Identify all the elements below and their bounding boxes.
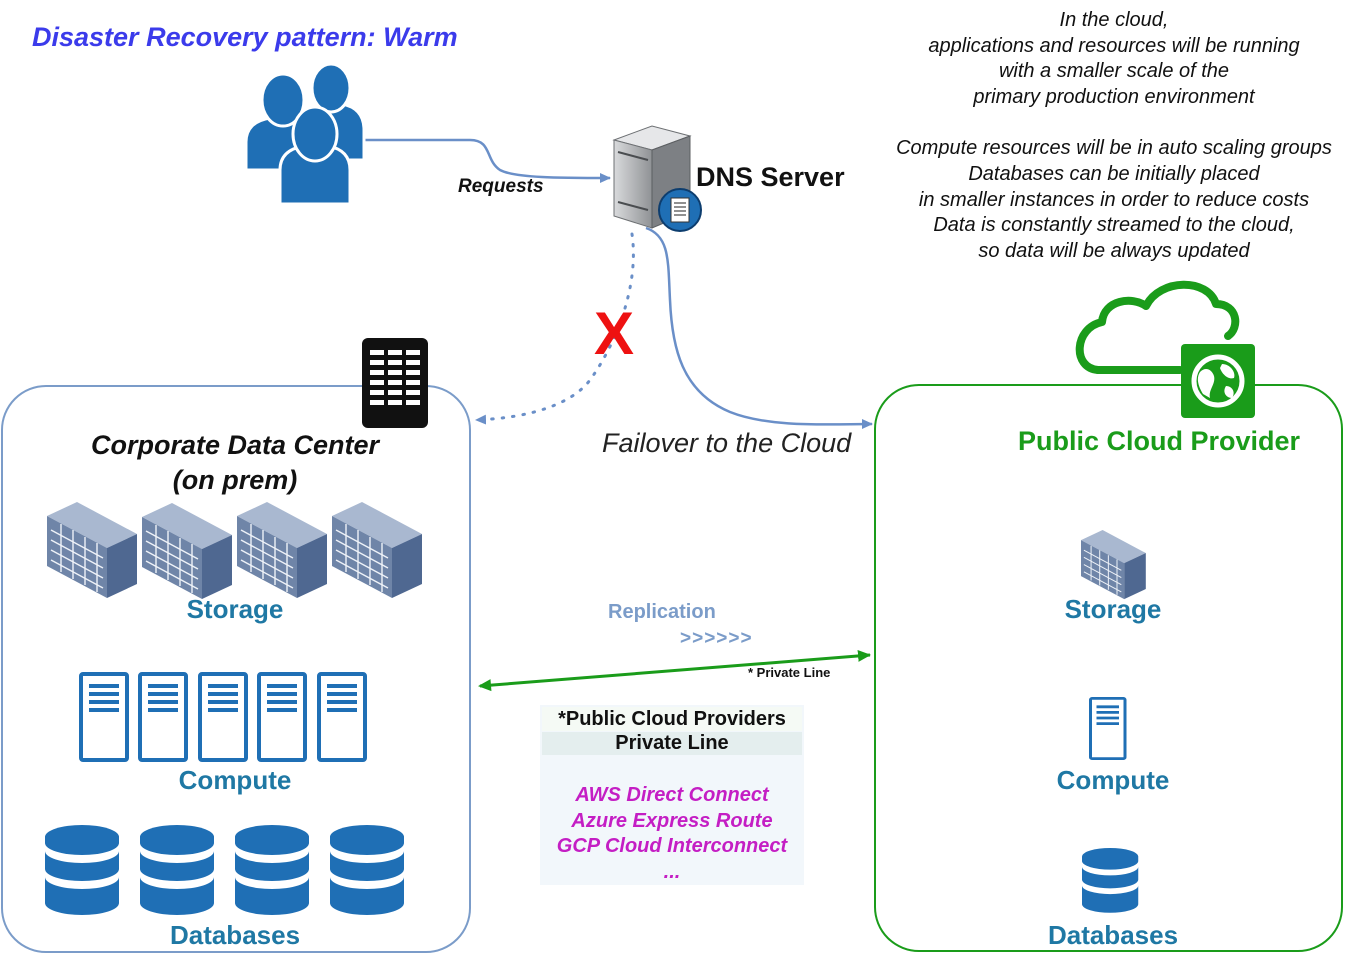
storage-icon [141,502,233,600]
note-line: in smaller instances in order to reduce … [918,188,1310,211]
database-icon [45,825,119,915]
note-line: In the cloud, [1059,9,1169,31]
note-line: primary production environment [973,85,1255,108]
corporate-dc-subtitle: (on prem) [172,465,298,495]
storage-icon [46,501,138,599]
note-line: Compute resources will be in auto scalin… [896,137,1332,160]
compute-icon [138,672,188,762]
compute-icon [1089,696,1127,761]
compute-icon [79,672,129,762]
compute-icon [198,672,248,762]
onprem-storage-label: Storage [186,594,284,624]
private-line-label: * Private Line [748,665,831,680]
private-line-subheader: Private Line [542,732,802,755]
onprem-compute-label: Compute [178,765,292,795]
corporate-dc-title-line: Corporate Data Center [90,430,380,460]
database-icon [1082,848,1139,913]
private-line-header: *Public Cloud Providers [542,707,802,731]
cloud-databases-label: Databases [1047,920,1179,950]
note-gap [878,110,1350,136]
building-icon [362,338,428,428]
database-icon [235,825,309,915]
provider-item: GCP Cloud Interconnect [556,835,788,857]
users-icon [244,62,366,206]
server-icon [612,125,702,232]
storage-icon [236,501,328,599]
cloud-container [874,384,1343,952]
failed-marker: X [594,300,634,367]
replication-arrows: >>>>>> [680,628,753,649]
storage-icon [331,501,423,599]
failover-label: Failover to the Cloud [602,428,852,458]
cloud-note: In the cloud, applications and resources… [878,8,1350,264]
on-prem-container [1,385,471,953]
cloud-compute-label: Compute [1056,765,1170,795]
note-line: with a smaller scale of the [998,60,1230,83]
provider-list: AWS Direct Connect Azure Express Route G… [540,783,804,885]
failover-edge [645,226,873,430]
onprem-databases-label: Databases [169,920,301,950]
failed-edge [474,232,635,425]
storage-icon [1080,529,1147,600]
requests-label: Requests [458,176,544,197]
provider-item: Azure Express Route [571,809,773,832]
note-line: so data will be always updated [978,239,1250,262]
public-cloud-title: Public Cloud Provider [1018,426,1301,456]
database-icon [140,825,214,915]
requests-edge [362,138,611,183]
diagram-title: Disaster Recovery pattern: Warm [32,22,458,52]
note-line: applications and resources will be runni… [928,34,1300,57]
corporate-dc-title: Corporate Data Center (on prem) [60,428,410,498]
compute-icon [257,672,307,762]
dns-server-label: DNS Server [696,162,845,192]
private-line-edge [478,649,871,692]
private-line-box: *Public Cloud Providers Private Line AWS… [540,705,804,885]
note-line: Databases can be initially placed [968,162,1260,185]
compute-icon [317,672,367,762]
cloud-storage-label: Storage [1064,594,1162,624]
provider-item: ... [663,860,681,883]
note-line: Data is constantly streamed to the cloud… [933,214,1295,237]
provider-item: AWS Direct Connect [575,784,769,806]
database-icon [330,825,404,915]
cloud-globe-icon [1075,280,1255,418]
replication-label: Replication [608,601,716,623]
